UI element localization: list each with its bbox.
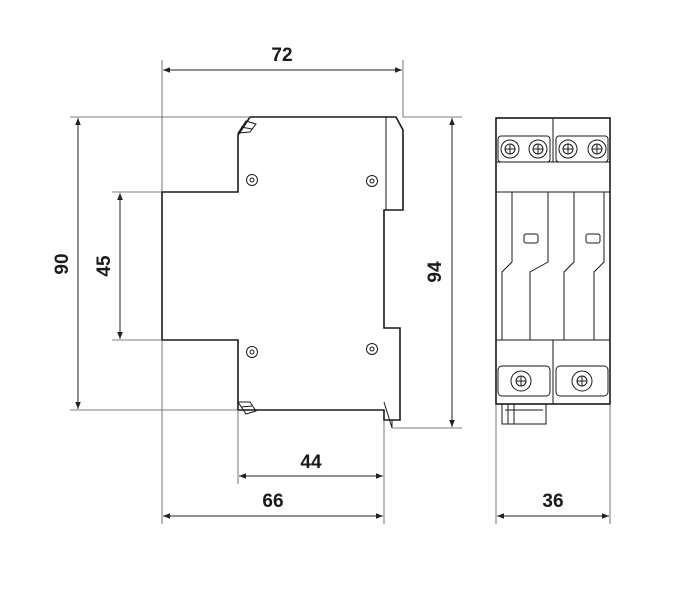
dimension-label: 44 <box>300 452 322 473</box>
screw-icon <box>558 139 578 159</box>
bottom-latch <box>237 401 257 415</box>
screw-head <box>366 343 378 355</box>
screw-head <box>246 346 258 358</box>
dimension-side-height: 94 <box>392 116 462 429</box>
dimension-label: 45 <box>94 255 115 277</box>
terminal-screw <box>555 365 609 397</box>
side-view-outline <box>161 116 404 421</box>
screw-icon <box>510 370 532 392</box>
dimension-module-width: 36 <box>495 404 611 524</box>
screw-head <box>366 175 378 187</box>
screw-icon <box>528 139 548 159</box>
dimension-total-height: 90 <box>52 116 250 411</box>
side-view-clip <box>383 401 393 429</box>
dimension-label: 66 <box>262 491 283 512</box>
front-view <box>495 117 611 425</box>
terminal-screw <box>497 365 551 397</box>
screw-icon <box>500 139 520 159</box>
dimension-label: 90 <box>52 253 73 274</box>
dimension-label: 72 <box>271 45 292 66</box>
dimension-label: 36 <box>542 491 563 512</box>
dimension-label: 94 <box>425 261 446 283</box>
side-view <box>161 116 404 429</box>
screw-head <box>246 174 258 186</box>
dimension-base-depth: 66 <box>161 340 385 524</box>
dimension-front-depth: 44 <box>237 410 385 484</box>
terminal-screw <box>497 135 551 163</box>
terminal-screw <box>555 135 609 163</box>
dimension-top-width: 72 <box>161 45 404 192</box>
dimension-rail-height: 45 <box>94 191 162 341</box>
screw-icon <box>571 370 593 392</box>
screw-icon <box>587 139 607 159</box>
din-clip <box>501 403 547 425</box>
top-latch <box>237 120 257 134</box>
